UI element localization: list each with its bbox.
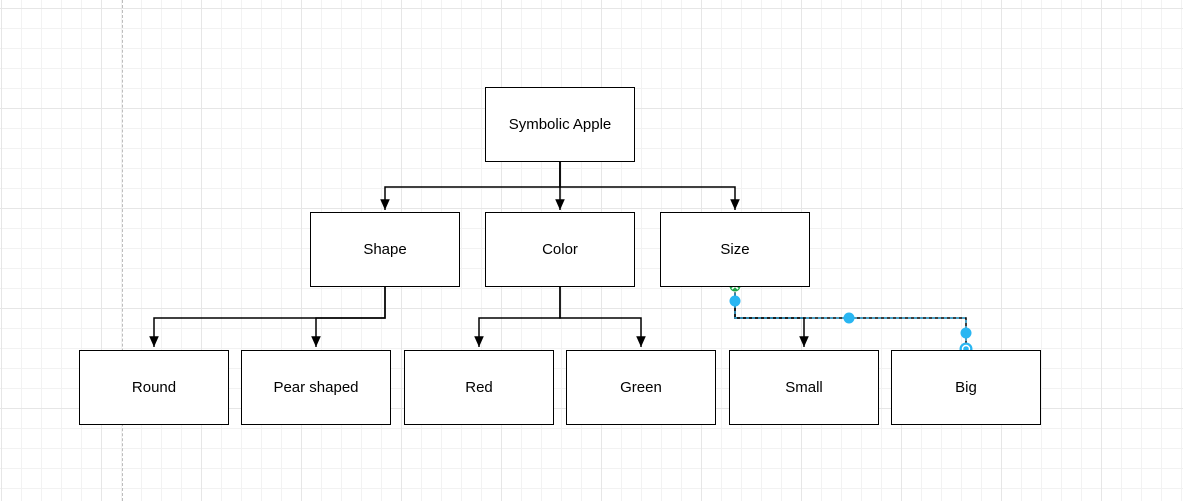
node-size[interactable]: Size [660, 212, 810, 287]
node-red[interactable]: Red [404, 350, 554, 425]
node-root[interactable]: Symbolic Apple [485, 87, 635, 162]
node-pear-shaped[interactable]: Pear shaped [241, 350, 391, 425]
edge-root-shape[interactable] [380, 162, 561, 210]
edge-shape-round[interactable] [149, 287, 386, 347]
page-boundary-guide [122, 0, 123, 501]
edge-root-size[interactable] [559, 162, 740, 210]
edge-midpoint-handle[interactable] [843, 312, 855, 324]
edge-color-green[interactable] [559, 287, 646, 347]
edge-color-red[interactable] [474, 287, 561, 347]
node-small[interactable]: Small [729, 350, 879, 425]
node-green[interactable]: Green [566, 350, 716, 425]
edge-waypoint-handle[interactable] [729, 295, 741, 307]
edge-size-small[interactable] [734, 287, 809, 347]
node-shape[interactable]: Shape [310, 212, 460, 287]
node-color[interactable]: Color [485, 212, 635, 287]
edge-waypoint-handle[interactable] [960, 327, 972, 339]
node-round[interactable]: Round [79, 350, 229, 425]
node-big[interactable]: Big [891, 350, 1041, 425]
edge-shape-pear[interactable] [311, 287, 386, 347]
